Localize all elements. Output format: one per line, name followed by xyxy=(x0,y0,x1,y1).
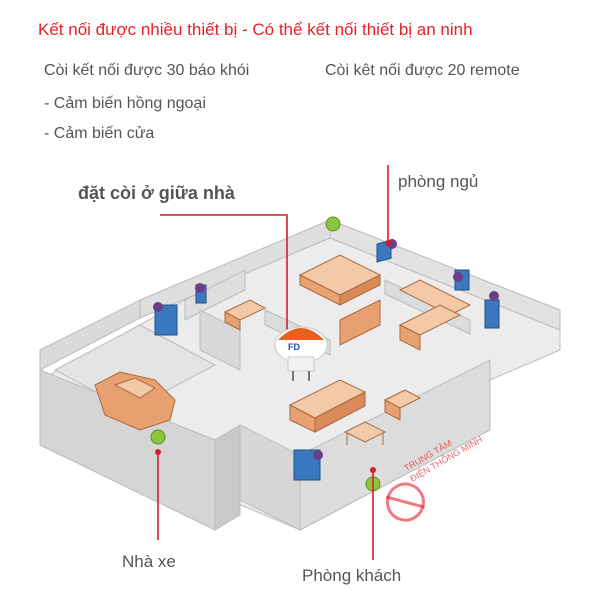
feature-door-sensor: - Cảm biến cửa xyxy=(44,125,155,142)
armchair xyxy=(383,389,422,421)
bed xyxy=(298,254,382,306)
label-center-of-house: đặt còi ở giữa nhà xyxy=(78,183,235,203)
siren-device: FD xyxy=(274,326,328,381)
door-sensor-right xyxy=(484,299,500,329)
green-dot-garage xyxy=(150,429,166,445)
feature-smoke-detectors: Còi kết nối được 30 báo khói xyxy=(44,62,250,79)
callout-dot-bedroom xyxy=(385,240,391,246)
wall-inner-1 xyxy=(184,269,246,321)
kitchen-counter xyxy=(398,279,472,351)
bathtub xyxy=(223,299,267,331)
wall-front-right xyxy=(299,359,491,531)
sofa xyxy=(288,379,367,433)
signal-dot-side xyxy=(153,302,163,312)
callout-line-center xyxy=(160,214,288,330)
signal-dot-right xyxy=(489,291,499,301)
wardrobe xyxy=(339,299,381,346)
garage-wall-side xyxy=(214,424,241,531)
label-garage: Nhà xe xyxy=(122,552,176,571)
label-living-room: Phòng khách xyxy=(302,566,402,585)
feature-remotes: Còi kêt nối được 20 remote xyxy=(325,62,520,79)
signal-dot-back xyxy=(195,283,205,293)
wall-garage-top xyxy=(39,299,141,371)
car xyxy=(94,371,176,431)
siren-brand: FD xyxy=(288,342,300,352)
green-dot-bedroom xyxy=(325,216,341,232)
headline: Kết nối được nhiều thiết bị - Có thể kết… xyxy=(38,20,473,39)
signal-dot-kitchen xyxy=(453,272,463,282)
callout-dot-garage xyxy=(155,449,161,455)
callout-dot-living xyxy=(370,467,376,473)
coffee-table xyxy=(343,421,387,445)
label-bedroom: phòng ngủ xyxy=(398,172,479,191)
door-sensor-side xyxy=(154,304,178,336)
feature-infrared-sensor: - Cảm biến hồng ngoại xyxy=(44,95,206,112)
signal-dot-front xyxy=(313,450,323,460)
